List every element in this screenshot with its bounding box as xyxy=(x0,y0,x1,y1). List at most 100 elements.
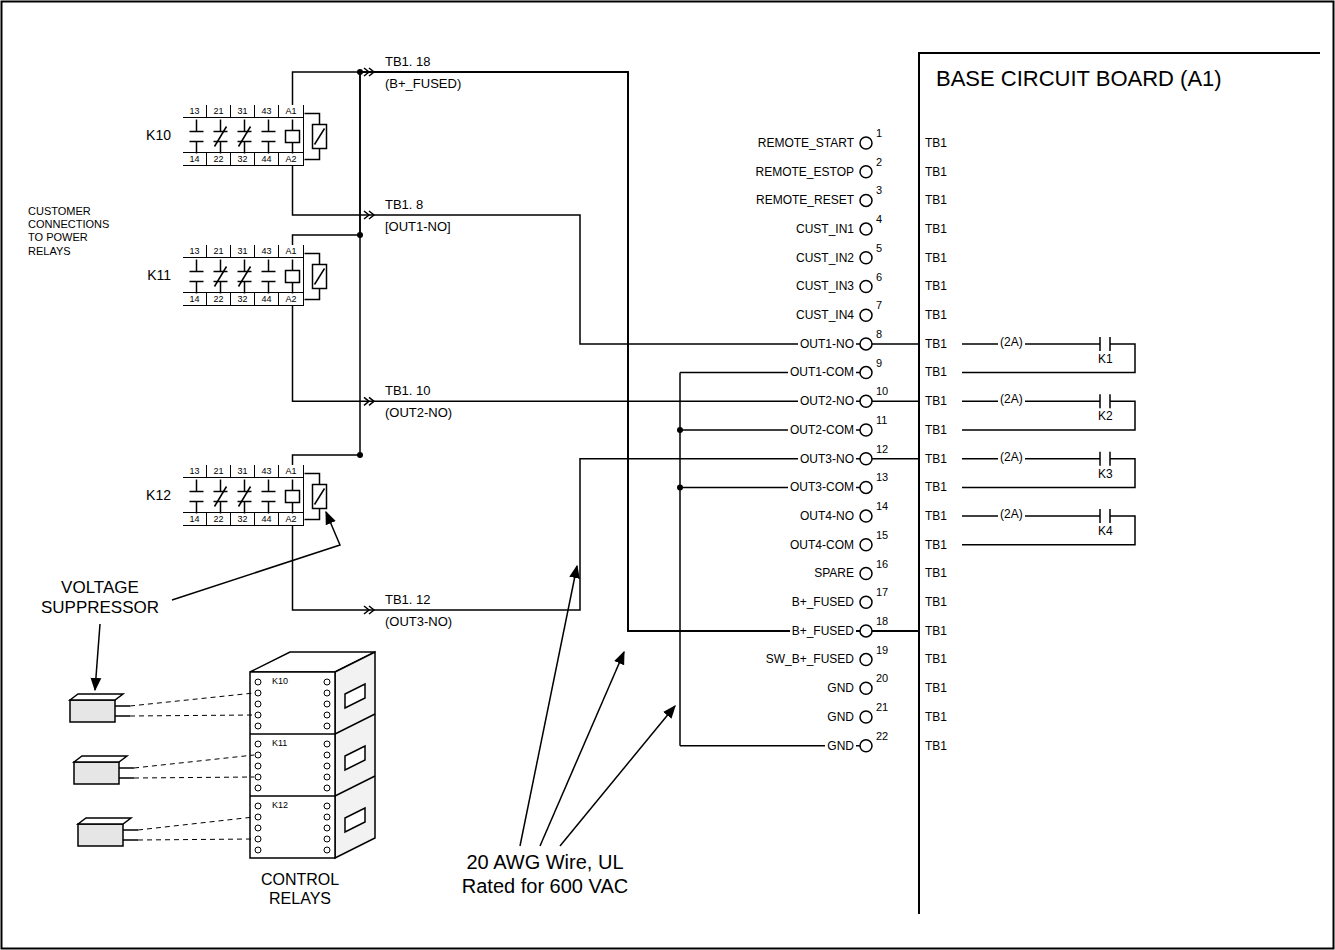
nc-slash xyxy=(239,127,251,147)
leader-line xyxy=(520,566,577,846)
pin-name: OUT4-NO xyxy=(798,509,856,523)
terminal-block: TB1 xyxy=(925,337,947,351)
terminal-hole xyxy=(255,847,261,853)
contact-wire xyxy=(220,480,222,492)
terminal-hole xyxy=(324,803,330,809)
pin-number: A1 xyxy=(279,105,303,118)
wire-label: TB1. 10 xyxy=(385,383,431,399)
relay-box: K1013213143A114223244A2 xyxy=(183,105,304,166)
suppressor-module xyxy=(78,824,123,846)
terminal-circle xyxy=(860,223,872,235)
suppressor-symbol xyxy=(313,265,327,289)
relay-contact xyxy=(1099,452,1101,466)
contact-plate xyxy=(262,271,276,273)
pin-name: REMOTE_START xyxy=(756,136,856,150)
contact-plate xyxy=(238,501,252,503)
pin-name: CUST_IN3 xyxy=(794,279,856,293)
pin-number: 43 xyxy=(255,105,279,118)
pin-name: CUST_IN4 xyxy=(794,308,856,322)
terminal-circle xyxy=(860,539,872,551)
nc-slash xyxy=(215,127,227,147)
coil-symbol xyxy=(286,271,300,283)
contact-plate xyxy=(214,501,228,503)
contact-plate xyxy=(190,501,204,503)
nc-slash xyxy=(215,487,227,507)
terminal-block: TB1 xyxy=(925,279,947,293)
coil-wire xyxy=(292,260,294,271)
contact-plate xyxy=(238,131,252,133)
pin-name: OUT3-NO xyxy=(798,452,856,466)
terminal-circle xyxy=(860,367,872,379)
pin-number: 6 xyxy=(874,271,884,284)
current-rating: (2A) xyxy=(998,507,1025,521)
contact-wire xyxy=(244,260,246,272)
pin-name: OUT1-COM xyxy=(788,365,856,379)
module-divider xyxy=(335,776,375,796)
contact-plate xyxy=(190,281,204,283)
terminal-block: TB1 xyxy=(925,136,947,150)
pin-number: 22 xyxy=(207,152,231,165)
terminal-circle xyxy=(860,338,872,350)
suppressor-wire xyxy=(305,289,320,300)
coil-wire xyxy=(292,120,294,131)
pin-number: 14 xyxy=(183,152,207,165)
pin-number: 17 xyxy=(874,586,890,599)
terminal-block: TB1 xyxy=(925,652,947,666)
relay-block-front xyxy=(250,672,335,858)
suppressor-lead xyxy=(119,767,134,769)
callout-label: CONTROL RELAYS xyxy=(250,870,350,908)
relay-latch xyxy=(345,746,365,770)
terminal-block: TB1 xyxy=(925,394,947,408)
pin-number: 14 xyxy=(183,292,207,305)
pin-number: 22 xyxy=(207,512,231,525)
terminal-hole xyxy=(324,741,330,747)
board-trace xyxy=(962,401,1135,430)
pin-name: CUST_IN2 xyxy=(794,251,856,265)
relay-name: K2 xyxy=(1098,409,1113,423)
terminal-block: TB1 xyxy=(925,480,947,494)
terminal-hole xyxy=(324,712,330,718)
pin-number: 9 xyxy=(874,357,884,370)
relay-name: K4 xyxy=(1098,524,1113,538)
pin-name: OUT4-COM xyxy=(788,538,856,552)
terminal-block: TB1 xyxy=(925,222,947,236)
terminal-block: TB1 xyxy=(925,681,947,695)
leader-line xyxy=(95,624,100,690)
suppressor-symbol xyxy=(313,485,327,509)
pin-name: OUT1-NO xyxy=(798,337,856,351)
terminal-hole xyxy=(324,785,330,791)
pin-number: 5 xyxy=(874,242,884,255)
terminal-hole xyxy=(255,803,261,809)
callout-label: VOLTAGE SUPPRESSOR xyxy=(30,578,170,619)
relay-tag: K12 xyxy=(272,800,288,811)
terminal-hole xyxy=(324,679,330,685)
pin-number: 3 xyxy=(874,184,884,197)
terminal-hole xyxy=(255,701,261,707)
contact-plate xyxy=(190,141,204,143)
pin-number: 13 xyxy=(183,465,207,478)
suppressor-wire xyxy=(305,149,320,160)
terminal-hole xyxy=(255,774,261,780)
terminal-block: TB1 xyxy=(925,710,947,724)
contact-wire xyxy=(196,120,198,132)
suppressor-slash xyxy=(315,129,325,145)
pin-number: 15 xyxy=(874,529,890,542)
terminal-circle xyxy=(860,424,872,436)
terminal-hole xyxy=(255,814,261,820)
terminal-circle xyxy=(860,711,872,723)
terminal-block: TB1 xyxy=(925,308,947,322)
circuit-board: BASE CIRCUIT BOARD (A1) xyxy=(918,52,1320,914)
board-title: BASE CIRCUIT BOARD (A1) xyxy=(936,66,1222,92)
pin-number: A2 xyxy=(279,152,303,165)
wire xyxy=(293,72,919,631)
pin-name: B+_FUSED xyxy=(790,624,856,638)
terminal-circle xyxy=(860,395,872,407)
relay-name: K10 xyxy=(146,127,171,144)
pin-number: 21 xyxy=(207,245,231,258)
nc-slash xyxy=(239,487,251,507)
suppressor-lead-dashed xyxy=(134,777,254,778)
leader-line xyxy=(540,652,624,846)
wire-label: TB1. 18 xyxy=(385,54,431,70)
pin-number: 44 xyxy=(255,292,279,305)
